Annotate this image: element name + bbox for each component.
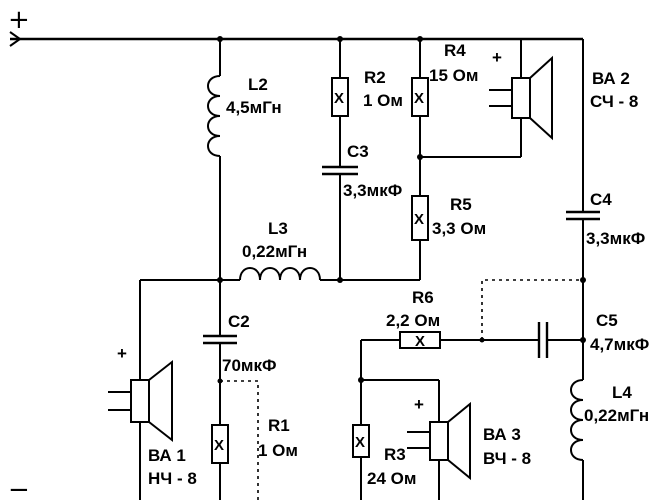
L4-name: L4 [612,383,632,402]
R4-mark: X [414,90,424,107]
C2-name: C2 [228,312,250,331]
R5-mark: X [414,211,424,228]
BA3-name: ВА 3 [483,425,521,444]
minus-terminal-label: − [8,475,30,500]
C3-name: C3 [347,142,369,161]
R6-name: R6 [412,288,434,307]
speaker-BA1-cone [148,359,173,443]
optional-bypass-link [220,380,259,500]
R6-mark: X [415,333,425,350]
BA1-name: ВА 1 [148,446,186,465]
R1-mark: X [214,437,224,454]
R3-value: 24 Ом [367,469,416,488]
L3-name: L3 [268,219,288,238]
junction-dot [337,277,343,283]
optional-bypass-link [481,279,583,340]
C4-value: 3,3мкФ [586,229,645,248]
speaker-BA1 [108,359,173,500]
junction-dot [580,277,586,283]
R1-name: R1 [268,416,290,435]
R2-mark: X [334,90,344,107]
R6-value: 2,2 Ом [386,311,440,330]
R2-value: 1 Ом [363,91,403,110]
inductor-L2 [207,75,221,157]
R5-value: 3,3 Ом [432,219,486,238]
L2-name: L2 [248,75,268,94]
speaker-BA3-magnet [429,421,449,461]
BA2-name: ВА 2 [592,69,630,88]
BA2-type: СЧ - 8 [590,92,638,111]
speaker-BA3-cone [447,401,471,481]
BA3-type: ВЧ - 8 [483,449,531,468]
R5-name: R5 [450,195,472,214]
C5-name: C5 [596,311,618,330]
inductor-L4 [570,379,584,461]
L2-value: 4,5мГн [226,98,282,117]
BA2-polarity: + [492,48,502,67]
speaker-BA1-magnet [130,379,150,423]
C3-value: 3,3мкФ [343,181,402,200]
speaker-BA2-cone [529,55,553,141]
C2-value: 70мкФ [222,356,277,375]
speaker-BA3 [407,380,471,500]
R4-name: R4 [444,41,466,60]
C5-value: 4,7мкФ [590,335,649,354]
BA3-polarity: + [414,395,424,414]
C4-name: C4 [590,190,612,209]
plus-terminal-label: + [8,5,30,35]
L3-value: 0,22мГн [242,242,307,261]
R2-name: R2 [364,68,386,87]
R3-name: R3 [384,445,406,464]
L4-value: 0,22мГн [584,406,649,425]
R3-mark: X [355,434,365,451]
R4-value: 15 Ом [429,66,478,85]
BA1-polarity: + [117,344,127,363]
BA1-type: НЧ - 8 [148,469,197,488]
inductor-L3 [239,267,321,281]
speaker-BA2 [489,39,553,157]
speaker-BA2-magnet [511,77,531,119]
R1-value: 1 Ом [258,441,298,460]
